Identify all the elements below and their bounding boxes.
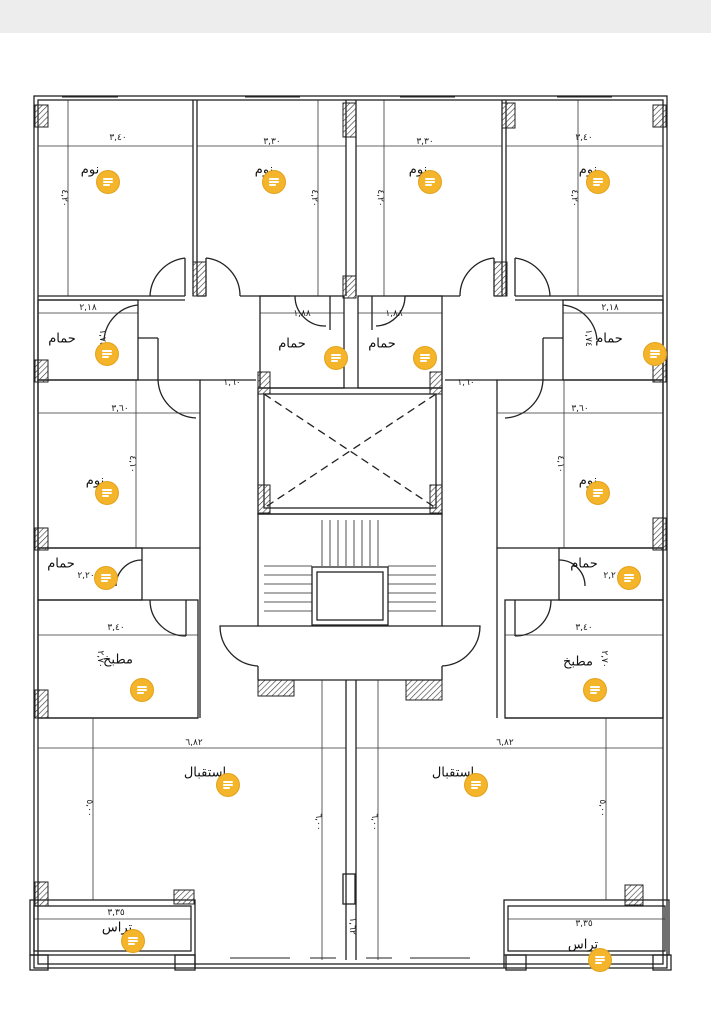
room-label-bathroom: حمام: [47, 556, 75, 572]
room-label-kitchen: مطبخ: [563, 654, 593, 670]
dimension-label: ٤,١٠: [555, 455, 565, 473]
note-pin-icon[interactable]: [263, 171, 285, 193]
note-pin-icon[interactable]: [587, 482, 609, 504]
room-label-bathroom: حمام: [48, 331, 76, 347]
dimension-label: ١,٦٠: [223, 378, 241, 388]
note-pin-icon[interactable]: [325, 347, 347, 369]
note-pin-icon[interactable]: [465, 774, 487, 796]
dimension-label: ٦,٨٢: [185, 738, 203, 748]
dimension-label: ٢,١٨: [79, 303, 97, 313]
room-label-kitchen: مطبخ: [103, 652, 133, 668]
dimension-label: ٦,٨٢: [496, 738, 514, 748]
outer-wall: [33, 95, 668, 969]
room-label-bathroom: حمام: [570, 556, 598, 572]
room-label-bathroom: حمام: [278, 336, 306, 352]
dimension-label: ٣,٣٥: [107, 908, 125, 918]
dimension-label: ٦,٠٠: [313, 813, 323, 831]
dimension-label: ٤,٢٠: [375, 189, 385, 207]
note-pin-icon[interactable]: [644, 343, 666, 365]
dimension-label: ٤,٢٠: [569, 189, 579, 207]
top-bar: [0, 0, 711, 33]
note-pin-icon[interactable]: [589, 949, 611, 971]
note-pin-icon[interactable]: [122, 930, 144, 952]
dimension-label: ٤,٢٠: [309, 189, 319, 207]
dimension-label: ٢,٧٠: [95, 650, 105, 668]
dimension-label: ١,٦٢: [347, 917, 357, 935]
room-label-living: استقبال: [183, 765, 227, 781]
dimension-label: ٣,٣٥: [575, 919, 593, 929]
dimension-label: ٦,٠٠: [369, 813, 379, 831]
dimension-label: ٣,٤٠: [575, 133, 593, 143]
dimension-label: ٣,٣٠: [263, 137, 281, 147]
dimension-label: ١,٨٨: [293, 309, 311, 319]
note-pin-icon[interactable]: [96, 482, 118, 504]
note-pin-icon[interactable]: [414, 347, 436, 369]
dimension-label: ٢,١٨: [601, 303, 619, 313]
room-label-bathroom: حمام: [368, 336, 396, 352]
dimension-label: ٣,٦٠: [111, 404, 129, 414]
dimension-label: ٤,٢٠: [59, 189, 69, 207]
dimension-label: ٥,٠٠: [84, 799, 94, 817]
dimension-label: ١,٨٨: [385, 309, 403, 319]
note-pin-icon[interactable]: [618, 567, 640, 589]
note-pin-icon[interactable]: [97, 171, 119, 193]
room-label-terrace: تراس: [567, 937, 599, 953]
dimension-label: ٢,٢٠: [603, 571, 621, 581]
note-pin-icon[interactable]: [96, 343, 118, 365]
dimension-label: ١,٧٤: [583, 329, 593, 347]
dimension-label: ٢,٧٠: [599, 650, 609, 668]
room-label-living: استقبال: [431, 765, 475, 781]
note-pin-icon[interactable]: [131, 679, 153, 701]
dimension-label: ٢,٢٠: [77, 571, 95, 581]
dimension-label: ٣,٣٠: [416, 137, 434, 147]
note-pin-icon[interactable]: [95, 567, 117, 589]
note-pin-icon[interactable]: [217, 774, 239, 796]
dimension-label: ٣,٤٠: [107, 623, 125, 633]
dimension-label: ٣,٦٠: [571, 404, 589, 414]
note-pin-icon[interactable]: [419, 171, 441, 193]
room-label-bathroom: حمام: [595, 331, 623, 347]
dimension-label: ٥,٠٠: [597, 799, 607, 817]
dimension-label: ٤,١٠: [127, 455, 137, 473]
room-label-terrace: تراس: [101, 920, 133, 936]
dimension-label: ٣,٤٠: [109, 133, 127, 143]
room-label-bedroom: نوم: [80, 162, 100, 178]
note-pin-icon[interactable]: [584, 679, 606, 701]
note-pin-icon[interactable]: [587, 171, 609, 193]
dimension-label: ١,٦٠: [457, 378, 475, 388]
dimension-label: ٣,٤٠: [575, 623, 593, 633]
